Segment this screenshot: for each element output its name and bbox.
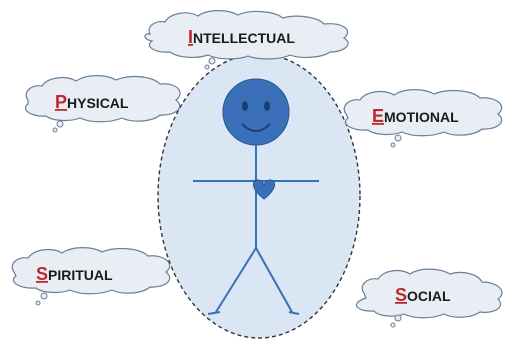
label-emotional-rest: MOTIONAL (384, 109, 459, 125)
label-emotional-initial: E (372, 106, 384, 126)
label-social-rest: OCIAL (407, 288, 451, 304)
label-spiritual-initial: S (36, 264, 48, 284)
label-physical: PHYSICAL (55, 92, 129, 112)
left-eye (242, 101, 248, 111)
label-social: SOCIAL (395, 285, 451, 305)
label-spiritual: SPIRITUAL (36, 264, 113, 284)
label-social-initial: S (395, 285, 407, 305)
right-eye (264, 101, 270, 111)
smiley-face-icon (223, 79, 289, 145)
label-physical-rest: HYSICAL (67, 95, 129, 111)
label-spiritual-rest: PIRITUAL (48, 267, 113, 283)
label-emotional: EMOTIONAL (372, 106, 459, 126)
label-intellectual-rest: NTELLECTUAL (193, 30, 295, 46)
label-intellectual: INTELLECTUAL (188, 27, 295, 47)
label-physical-initial: P (55, 92, 67, 112)
